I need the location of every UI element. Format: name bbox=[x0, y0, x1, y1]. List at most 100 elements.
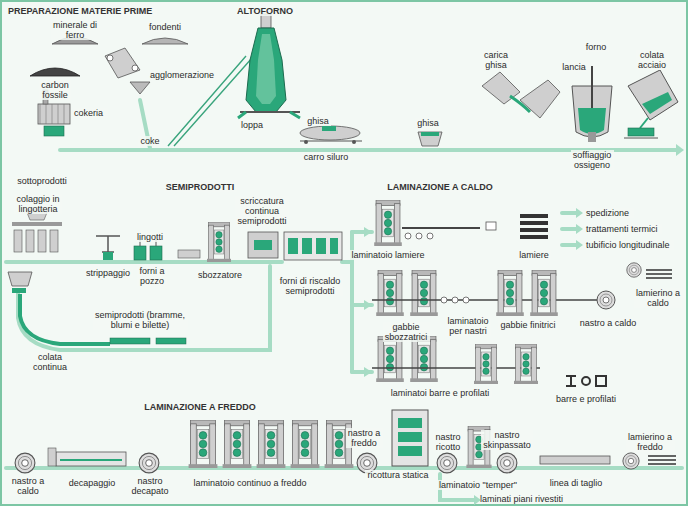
section-heading: ALTOFORNO bbox=[235, 6, 296, 16]
cold-rolling-line-part bbox=[139, 453, 159, 473]
agglomeration-plant-part bbox=[107, 55, 113, 61]
ingot-moulds-part bbox=[26, 230, 34, 252]
coke-oven-part bbox=[38, 104, 70, 124]
scarfing-machine bbox=[248, 232, 278, 258]
strip-mill-part bbox=[496, 270, 524, 316]
cold-rolling-line-part bbox=[56, 452, 126, 466]
blast-furnace-part bbox=[261, 14, 271, 28]
raw-material-piles-part bbox=[142, 38, 188, 44]
process-label: strippaggio bbox=[84, 268, 133, 278]
soaking-pits-part bbox=[134, 246, 146, 260]
process-label: carbon fossile bbox=[39, 80, 71, 100]
agglomeration-plant bbox=[105, 48, 150, 94]
process-label: laminatoio lamiere bbox=[349, 250, 427, 260]
cold-rolling-line-part bbox=[398, 418, 422, 428]
plate-mill-part bbox=[520, 235, 548, 239]
blast-furnace-part bbox=[238, 112, 300, 118]
flow-arrowheads-part bbox=[576, 208, 583, 218]
strip-mill bbox=[372, 263, 672, 316]
section-heading: LAMINAZIONE A FREDDO bbox=[142, 402, 258, 412]
steel-casting-ladle-part bbox=[628, 70, 678, 120]
strip-mill-part bbox=[376, 270, 404, 316]
process-label: cokeria bbox=[74, 108, 108, 118]
flow-arrowheads-part bbox=[364, 227, 372, 237]
process-label: nastro a caldo bbox=[10, 476, 47, 496]
bar-mill-part bbox=[372, 367, 540, 369]
cold-rolling-line-part bbox=[392, 410, 428, 466]
flow-bands-part bbox=[18, 266, 270, 350]
oxygen-converter-part bbox=[588, 132, 596, 142]
flow-arrowheads-part bbox=[364, 300, 372, 310]
strip-mill-part bbox=[441, 297, 469, 303]
process-label: forni a pozzo bbox=[137, 266, 167, 286]
ingot-moulds-part bbox=[14, 230, 22, 252]
oxygen-converter-part bbox=[578, 108, 606, 134]
cold-rolling-line-part bbox=[60, 459, 122, 461]
cold-rolling-line-part bbox=[437, 453, 457, 473]
process-label: lamierino a caldo bbox=[634, 288, 682, 308]
process-label: scriccatura continua semiprodotti bbox=[235, 196, 289, 226]
cold-rolling-line bbox=[15, 410, 676, 473]
soaking-pits-part bbox=[178, 250, 200, 258]
process-label: carica ghisa bbox=[482, 50, 511, 70]
process-label: ricottura statica bbox=[365, 470, 431, 480]
torpedo-car-part bbox=[322, 126, 336, 131]
scarfing-machine-part bbox=[254, 240, 272, 250]
bar-mill-part bbox=[410, 336, 438, 382]
process-label: spedizione bbox=[586, 208, 634, 218]
bar-mill-part bbox=[566, 376, 576, 386]
ingot-moulds-part bbox=[50, 230, 58, 252]
hot-metal-ladle bbox=[418, 132, 442, 146]
continuous-caster-part bbox=[8, 272, 32, 286]
bar-mill-part bbox=[514, 344, 538, 384]
steel-casting-ladle-part bbox=[640, 118, 648, 128]
process-label: laminatoio continuo a freddo bbox=[191, 478, 309, 488]
scarfing-machine-part bbox=[248, 232, 278, 258]
blast-furnace-part bbox=[256, 34, 276, 104]
section-heading: SEMIPRODOTTI bbox=[164, 182, 237, 192]
cold-rolling-line-part bbox=[48, 448, 56, 466]
reheating-furnaces-part bbox=[284, 232, 342, 260]
plate-mill-part bbox=[402, 227, 480, 229]
cold-rolling-line-part bbox=[291, 420, 320, 468]
strip-mill-part bbox=[627, 263, 641, 277]
agglomeration-plant-part bbox=[132, 65, 138, 71]
cold-rolling-line-part bbox=[540, 456, 610, 464]
ingot-moulds bbox=[12, 210, 62, 252]
steel-casting-ladle-part bbox=[624, 138, 658, 139]
coke-oven-part bbox=[40, 104, 64, 124]
cold-rolling-line-part bbox=[189, 420, 218, 468]
converter-charging bbox=[482, 72, 560, 118]
process-label: lamierino a freddo bbox=[626, 432, 675, 452]
plate-mill-part bbox=[520, 221, 548, 225]
strip-mill-part bbox=[646, 270, 672, 278]
agglomeration-plant-part bbox=[105, 48, 140, 78]
torpedo-car bbox=[300, 126, 362, 144]
process-label: lingotti bbox=[135, 232, 166, 242]
ingot-moulds-part bbox=[12, 222, 62, 226]
process-label: lamiere bbox=[517, 250, 551, 260]
reheating-furnaces-part bbox=[288, 238, 298, 254]
process-label: agglomerazione bbox=[150, 70, 219, 80]
cold-rolling-line-part bbox=[223, 420, 252, 468]
raw-material-piles-part bbox=[30, 68, 80, 76]
process-label: nastro a caldo bbox=[578, 318, 638, 328]
continuous-caster-part bbox=[110, 338, 150, 344]
bar-mill-part bbox=[596, 376, 606, 386]
agglomeration-plant-part bbox=[130, 82, 150, 94]
cold-rolling-line-part bbox=[398, 432, 422, 442]
blast-furnace-part bbox=[246, 28, 286, 112]
plate-mill-part bbox=[486, 222, 496, 230]
stripping-crane bbox=[96, 236, 120, 260]
process-label: ghisa bbox=[305, 116, 331, 126]
cold-rolling-line-part bbox=[15, 453, 35, 473]
process-label: trattamenti termici bbox=[586, 224, 662, 234]
plate-mill-part bbox=[520, 214, 548, 218]
process-label: laminatoio per nastri bbox=[445, 316, 491, 336]
flow-arrowheads-part bbox=[576, 240, 583, 250]
plate-mill bbox=[374, 200, 548, 246]
process-label: linea di taglio bbox=[548, 478, 605, 488]
process-label: laminati piani rivestiti bbox=[480, 494, 568, 504]
process-label: minerale di ferro bbox=[51, 20, 100, 40]
